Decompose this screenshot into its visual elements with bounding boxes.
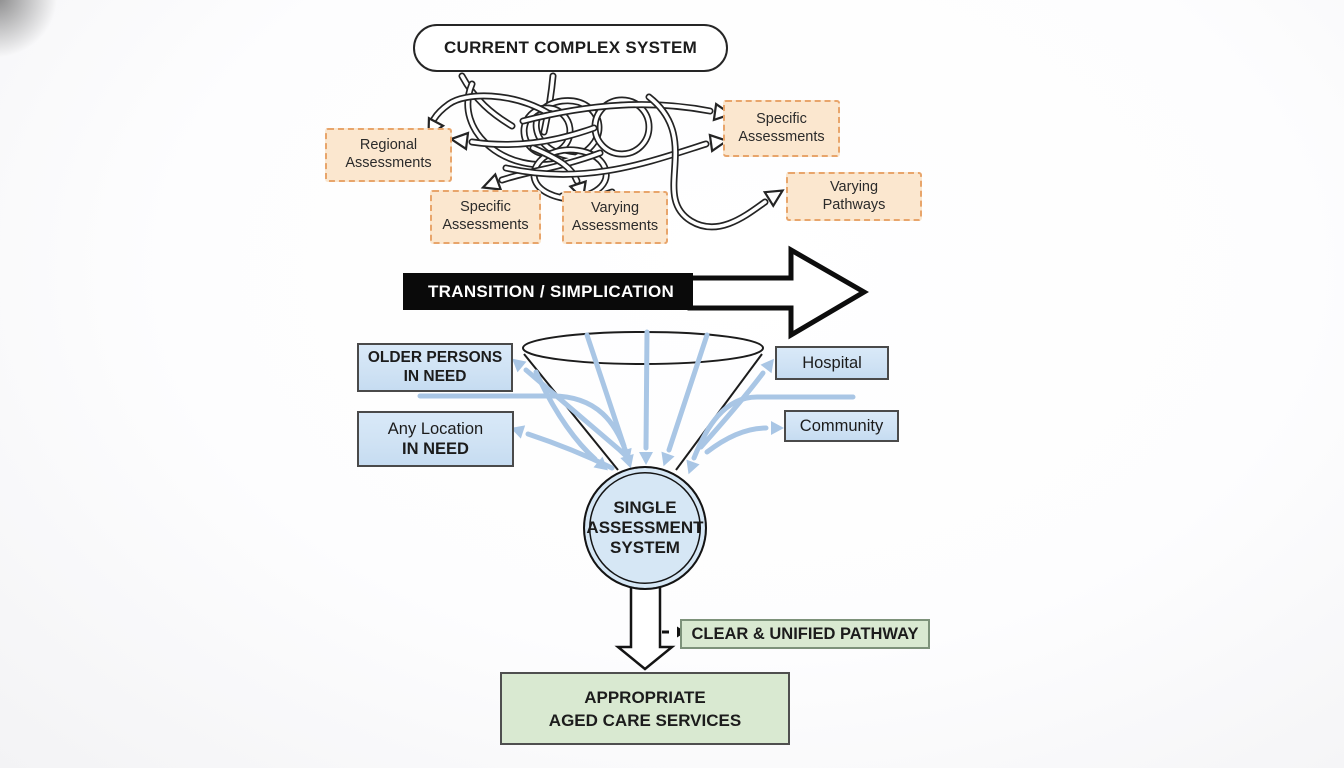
tangle-arrows-graphic bbox=[427, 72, 785, 231]
box-label: APPROPRIATE bbox=[584, 687, 706, 707]
box-label: CLEAR & UNIFIED PATHWAY bbox=[691, 624, 919, 643]
box-label: Specific bbox=[756, 110, 807, 127]
complex-box-specific-assessments-left: Specific Assessments bbox=[430, 190, 541, 244]
current-complex-system-pill: CURRENT COMPLEX SYSTEM bbox=[413, 24, 728, 72]
tangle-arrowhead bbox=[480, 172, 503, 191]
complex-box-regional-assessments: Regional Assessments bbox=[325, 128, 452, 182]
box-label: Assessments bbox=[738, 128, 825, 145]
box-label: Hospital bbox=[802, 353, 862, 372]
tangle-arrowhead bbox=[762, 189, 785, 208]
complex-box-specific-assessments-right: Specific Assessments bbox=[723, 100, 840, 157]
transition-bar: TRANSITION / SIMPLICATION bbox=[403, 273, 693, 310]
box-label: Pathways bbox=[822, 196, 886, 213]
complex-box-varying-pathways: Varying Pathways bbox=[786, 172, 922, 221]
box-label: IN NEED bbox=[403, 367, 467, 385]
input-box-any-location: Any Location IN NEED bbox=[357, 411, 514, 467]
box-label: Assessments bbox=[345, 155, 432, 171]
box-label: Specific bbox=[460, 199, 511, 216]
box-label: Varying bbox=[590, 199, 640, 216]
tangle-arrowhead bbox=[448, 131, 470, 151]
box-label: Assessments bbox=[571, 217, 659, 234]
circle-label: SINGLE bbox=[613, 498, 677, 517]
box-label: IN NEED bbox=[402, 440, 469, 458]
photo-corner-artifact bbox=[0, 0, 66, 66]
flow-arrows-graphic bbox=[417, 329, 856, 475]
box-label: Community bbox=[799, 416, 884, 435]
transition-label: TRANSITION / SIMPLICATION bbox=[428, 281, 675, 301]
clear-unified-pathway-box: CLEAR & UNIFIED PATHWAY bbox=[680, 619, 930, 649]
complex-box-varying-assessments: Varying Assessments bbox=[562, 191, 668, 244]
box-label: Any Location bbox=[387, 419, 484, 438]
box-label: AGED CARE SERVICES bbox=[548, 710, 742, 730]
box-label: Regional bbox=[359, 137, 418, 154]
setting-box-hospital: Hospital bbox=[775, 346, 889, 380]
current-complex-system-title: CURRENT COMPLEX SYSTEM bbox=[443, 38, 698, 57]
setting-box-community: Community bbox=[784, 410, 899, 442]
box-label: Assessments bbox=[442, 217, 529, 233]
single-assessment-system-circle: SINGLE ASSESSMENT SYSTEM bbox=[583, 466, 707, 590]
transition-arrow-icon bbox=[687, 245, 869, 340]
input-box-older-persons: OLDER PERSONS IN NEED bbox=[357, 343, 513, 392]
circle-label: SYSTEM bbox=[610, 538, 680, 557]
box-label: OLDER PERSONS bbox=[367, 348, 503, 366]
down-arrow-icon bbox=[614, 585, 676, 671]
box-label: Varying bbox=[829, 178, 879, 195]
appropriate-aged-care-services-box: APPROPRIATE AGED CARE SERVICES bbox=[500, 672, 790, 745]
circle-label: ASSESSMENT bbox=[586, 518, 704, 537]
tangle-arrowhead bbox=[708, 133, 730, 153]
